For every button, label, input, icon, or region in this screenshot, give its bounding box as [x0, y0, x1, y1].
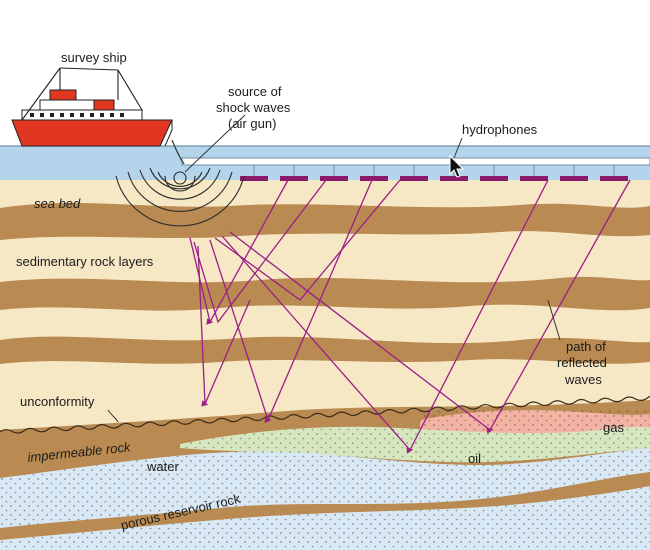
hydrophone	[480, 176, 508, 181]
label-path-2: reflected	[557, 355, 607, 370]
hydrophone	[320, 176, 348, 181]
unconformity-line	[0, 393, 650, 434]
label-source-3: (air gun)	[228, 116, 276, 131]
label-source-1: source of	[228, 84, 282, 99]
label-survey-ship: survey ship	[61, 50, 127, 65]
sedimentary-layer-2	[0, 336, 650, 364]
label-gas: gas	[603, 420, 624, 435]
hydrophone	[280, 176, 308, 181]
tow-line	[171, 139, 185, 165]
label-sedimentary: sedimentary rock layers	[16, 254, 154, 269]
hydrophone	[400, 176, 428, 181]
survey-ship-icon	[11, 67, 173, 147]
hydrophone	[360, 176, 388, 181]
hydrophone	[240, 176, 268, 181]
rock-layers	[0, 180, 650, 550]
hydrophone	[440, 176, 468, 181]
label-hydrophones: hydrophones	[462, 122, 538, 137]
label-sea-bed: sea bed	[34, 196, 81, 211]
leader-lines	[107, 114, 561, 423]
seabed-layer	[0, 203, 650, 240]
label-path-1: path of	[566, 339, 606, 354]
mouse-pointer-icon	[449, 154, 465, 178]
label-source-2: shock waves	[216, 100, 291, 115]
hydrophone	[600, 176, 628, 181]
label-water: water	[146, 459, 179, 474]
reflected-wave-paths	[189, 179, 631, 454]
label-unconformity: unconformity	[20, 394, 95, 409]
sedimentary-layer-1	[0, 276, 650, 311]
label-oil: oil	[468, 451, 481, 466]
hydrophones	[240, 176, 628, 181]
shock-wave-arcs	[115, 167, 245, 227]
hydrophone	[560, 176, 588, 181]
streamer-cable	[181, 157, 650, 166]
label-path-3: waves	[564, 372, 602, 387]
hydrophone	[520, 176, 548, 181]
